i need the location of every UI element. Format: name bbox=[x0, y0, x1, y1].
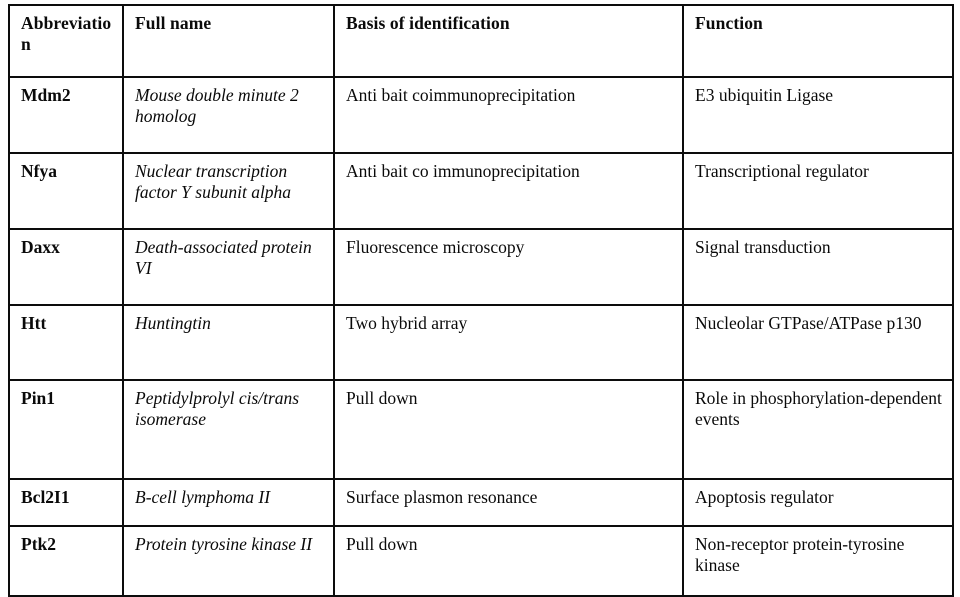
cell-basis: Anti bait co immunoprecipitation bbox=[333, 152, 684, 230]
cell-full-name: Nuclear transcription factor Y subunit a… bbox=[122, 152, 335, 230]
cell-abbreviation: Ptk2 bbox=[8, 525, 124, 597]
cell-basis: Pull down bbox=[333, 525, 684, 597]
cell-function: Signal transduction bbox=[682, 228, 954, 306]
cell-full-name: Death-associated protein VI bbox=[122, 228, 335, 306]
cell-abbreviation: Nfya bbox=[8, 152, 124, 230]
cell-function: Nucleolar GTPase/ATPase p130 bbox=[682, 304, 954, 381]
cell-function: E3 ubiquitin Ligase bbox=[682, 76, 954, 154]
cell-full-name: B-cell lymphoma II bbox=[122, 478, 335, 527]
column-header-abbreviation: Abbreviation bbox=[8, 4, 124, 78]
protein-interaction-table-container: Abbreviation Full name Basis of identifi… bbox=[8, 4, 954, 597]
cell-full-name: Mouse double minute 2 homolog bbox=[122, 76, 335, 154]
cell-basis: Fluorescence microscopy bbox=[333, 228, 684, 306]
cell-function: Apoptosis regulator bbox=[682, 478, 954, 527]
column-header-function: Function bbox=[682, 4, 954, 78]
cell-function: Transcriptional regulator bbox=[682, 152, 954, 230]
table-row: Daxx Death-associated protein VI Fluores… bbox=[8, 228, 954, 306]
table-row: Mdm2 Mouse double minute 2 homolog Anti … bbox=[8, 76, 954, 154]
table-body: Mdm2 Mouse double minute 2 homolog Anti … bbox=[8, 76, 954, 597]
cell-function: Role in phosphorylation-dependent events bbox=[682, 379, 954, 480]
table-row: Bcl2I1 B-cell lymphoma II Surface plasmo… bbox=[8, 478, 954, 527]
protein-interaction-table: Abbreviation Full name Basis of identifi… bbox=[8, 4, 954, 597]
cell-function: Non-receptor protein-tyrosine kinase bbox=[682, 525, 954, 597]
column-header-basis: Basis of identification bbox=[333, 4, 684, 78]
cell-abbreviation: Pin1 bbox=[8, 379, 124, 480]
table-header-row: Abbreviation Full name Basis of identifi… bbox=[8, 4, 954, 78]
cell-abbreviation: Bcl2I1 bbox=[8, 478, 124, 527]
table-row: Htt Huntingtin Two hybrid array Nucleola… bbox=[8, 304, 954, 381]
table-header: Abbreviation Full name Basis of identifi… bbox=[8, 4, 954, 78]
table-row: Pin1 Peptidylprolyl cis/trans isomerase … bbox=[8, 379, 954, 480]
cell-abbreviation: Daxx bbox=[8, 228, 124, 306]
cell-full-name: Peptidylprolyl cis/trans isomerase bbox=[122, 379, 335, 480]
cell-basis: Two hybrid array bbox=[333, 304, 684, 381]
cell-full-name: Protein tyrosine kinase II bbox=[122, 525, 335, 597]
table-row: Ptk2 Protein tyrosine kinase II Pull dow… bbox=[8, 525, 954, 597]
cell-abbreviation: Htt bbox=[8, 304, 124, 381]
cell-basis: Pull down bbox=[333, 379, 684, 480]
column-header-full-name: Full name bbox=[122, 4, 335, 78]
cell-abbreviation: Mdm2 bbox=[8, 76, 124, 154]
cell-basis: Anti bait coimmunoprecipitation bbox=[333, 76, 684, 154]
table-row: Nfya Nuclear transcription factor Y subu… bbox=[8, 152, 954, 230]
cell-full-name: Huntingtin bbox=[122, 304, 335, 381]
cell-basis: Surface plasmon resonance bbox=[333, 478, 684, 527]
